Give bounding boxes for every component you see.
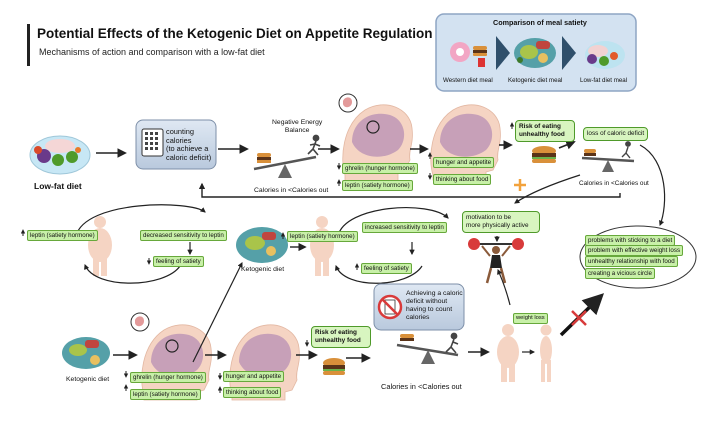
meal-label-western: Western diet meal [443, 77, 493, 84]
burger-icon [532, 146, 556, 163]
no-calculator-icon [377, 294, 403, 320]
arrow [558, 140, 576, 150]
decreased-sensitivity-label: decreased sensitivity to leptin [140, 230, 227, 241]
weight-loss-label: weight loss [513, 313, 548, 324]
hypothalamus-marker [366, 120, 380, 134]
stomach-badge-icon [338, 93, 358, 113]
hormone-arrows [20, 122, 515, 393]
lowfat-diet-label: Low-fat diet [34, 181, 82, 191]
meal-label-keto: Ketogenic diet meal [508, 77, 563, 84]
keto-diet-mid-label: Ketogenic diet [241, 266, 285, 273]
problem-item: problem with effective weight loss [585, 245, 684, 256]
cross-icon [571, 310, 587, 326]
risk-box: Risk of eating unhealthy food [515, 120, 575, 142]
cycle-arrow [335, 264, 423, 284]
keto-plate-icon [236, 227, 288, 263]
blocked-cross-icon [514, 179, 526, 191]
calories-label-right: Calories in <Calories out [579, 180, 649, 187]
arrow [497, 268, 511, 306]
leptin-bottom-label: leptin (satiety hormone) [130, 389, 201, 400]
title-accent-bar [27, 24, 30, 66]
hypothalamus-marker [165, 339, 179, 353]
weightlifter-icon [468, 238, 524, 284]
woman-heavy-figure [310, 216, 334, 276]
increased-sensitivity-label: increased sensitivity to leptin [362, 222, 447, 233]
woman-slim-figure [540, 324, 552, 382]
chevron-icon [562, 36, 576, 70]
lowfat-meal-icon [585, 41, 625, 69]
hunger-bottom-label: hunger and appetite [223, 371, 285, 382]
chevron-icon [496, 36, 510, 70]
satiety-left-label: feeling of satiety [153, 256, 204, 267]
calories-bottom-label: Calories in <Calories out [381, 382, 462, 391]
burger-icon [323, 358, 345, 375]
problem-item: creating a vicious circle [585, 268, 655, 279]
achieving-text: Achieving a caloric deficit without havi… [406, 290, 463, 321]
problem-item: unhealthy relationship with food [585, 256, 678, 267]
cycle-arrow [84, 263, 181, 284]
arrow [514, 174, 581, 204]
page-title: Potential Effects of the Ketogenic Diet … [37, 26, 433, 41]
arrow [192, 262, 243, 363]
arrow [639, 144, 666, 227]
cycle-arrow [75, 204, 206, 237]
scale-icon [581, 149, 635, 172]
stomach-badge-icon [130, 312, 150, 332]
motivation-box: motivation to be more physically active [462, 211, 540, 233]
runner-icon [621, 141, 631, 159]
ghrelin-bottom-label: ghrelin (hunger hormone) [130, 372, 206, 383]
hunger-label: hunger and appetite [433, 157, 495, 168]
feedback-arrow [198, 182, 621, 198]
calories-label: Calories in <Calories out [254, 187, 329, 194]
thinking-bottom-label: thinking about food [223, 387, 282, 398]
leptin-label: leptin (satiety hormone) [342, 180, 413, 191]
comparison-title: Comparison of meal satiety [493, 18, 587, 27]
woman-heavy-figure [88, 216, 112, 276]
risk-bottom-box: Risk of eating unhealthy food [311, 326, 371, 348]
lowfat-plate-icon [29, 135, 91, 175]
woman-heavy-figure [497, 324, 519, 382]
counting-text: counting calories (to achieve a caloric … [166, 127, 212, 162]
keto-plate-icon [62, 337, 110, 369]
page-subtitle: Mechanisms of action and comparison with… [39, 47, 265, 57]
energy-balance-label: Negative Energy Balance [272, 119, 323, 134]
western-meal-icon [450, 42, 487, 67]
cycle-arrow [337, 207, 449, 237]
ghrelin-label: ghrelin (hunger hormone) [342, 163, 418, 174]
scale-icon [253, 153, 317, 178]
scale-icon [396, 334, 459, 364]
keto-meal-icon [514, 38, 556, 68]
problems-cycle-ring [579, 225, 697, 289]
satiety-right-label: feeling of satiety [361, 263, 412, 274]
achieving-box [373, 283, 465, 331]
loss-deficit-box: loss of caloric deficit [583, 127, 649, 141]
runner-icon [307, 134, 321, 156]
thinking-label: thinking about food [433, 174, 492, 185]
runner-icon [445, 332, 459, 354]
meal-label-lowfat: Low-fat diet meal [580, 77, 628, 84]
leptin-left-label: leptin (satiety hormone) [27, 230, 98, 241]
leptin-right-label: leptin (satiety hormone) [287, 231, 358, 242]
head-profile-icon [430, 104, 501, 181]
keto-diet-bottom-label: Ketogenic diet [66, 376, 110, 383]
calculator-icon [141, 128, 164, 157]
